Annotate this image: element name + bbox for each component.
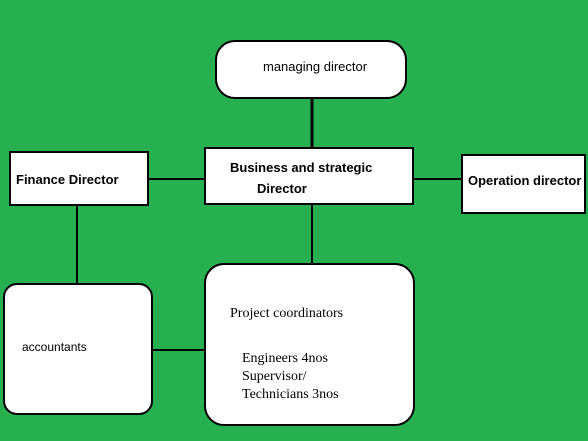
technicians-label: Technicians 3nos <box>242 387 339 402</box>
supervisor-label: Supervisor/ <box>242 369 307 384</box>
finance-director-label: Finance Director <box>16 172 119 187</box>
business-strategic-label-line2: Director <box>257 181 307 196</box>
accountants-box: accountants <box>3 283 153 415</box>
managing-director-label: managing director <box>263 59 368 74</box>
business-strategic-director-box: Business and strategic Director <box>204 147 414 205</box>
operation-director-box: Operation director <box>461 154 586 214</box>
finance-director-box: Finance Director <box>9 151 149 206</box>
project-team-box: Project coordinators Engineers 4nos Supe… <box>204 263 415 426</box>
project-coordinators-label: Project coordinators <box>230 306 344 321</box>
operation-director-label: Operation director <box>468 173 582 188</box>
accountants-label: accountants <box>22 340 87 354</box>
engineers-label: Engineers 4nos <box>242 351 328 366</box>
business-strategic-label-line1: Business and strategic <box>230 160 373 175</box>
managing-director-box: managing director <box>215 40 407 99</box>
